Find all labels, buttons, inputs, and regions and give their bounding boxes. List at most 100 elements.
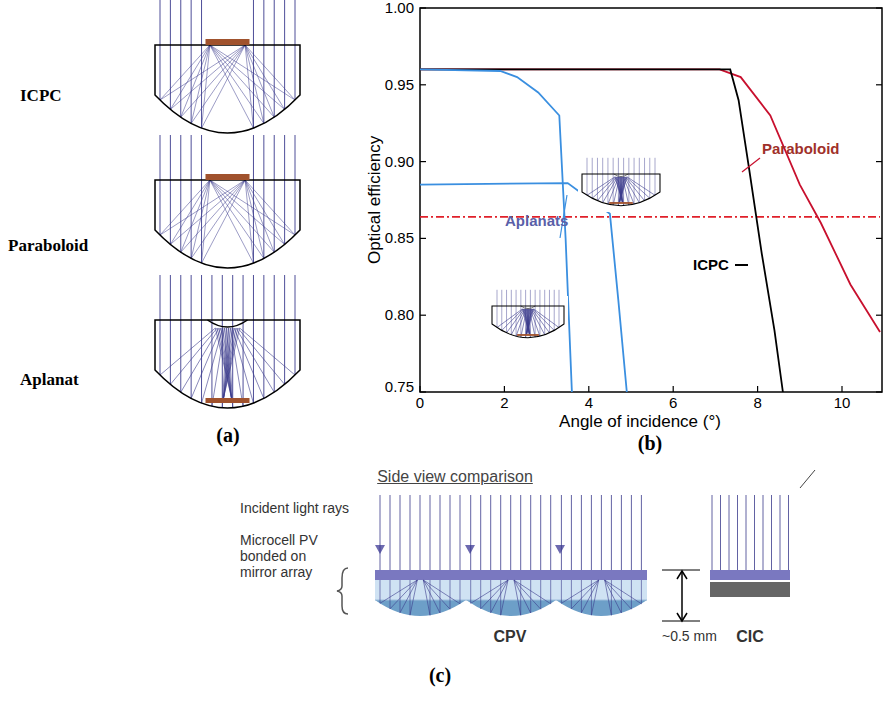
ray	[430, 495, 431, 570]
ray	[440, 495, 441, 570]
ray	[641, 580, 642, 604]
solar-cell	[206, 174, 250, 180]
ray	[520, 290, 521, 337]
design-name: ICPC	[20, 86, 62, 106]
ray	[602, 158, 603, 203]
ray	[400, 580, 417, 613]
ray	[450, 495, 451, 570]
ray	[274, 0, 275, 117]
ray	[571, 495, 572, 570]
ray	[501, 580, 508, 615]
ray	[202, 45, 210, 128]
ray	[170, 45, 210, 109]
ray	[491, 580, 508, 613]
tick	[876, 84, 882, 85]
ray	[621, 495, 622, 570]
ray	[180, 0, 181, 117]
ray	[390, 580, 391, 609]
ray	[160, 135, 161, 235]
ray	[210, 45, 295, 100]
ray	[620, 177, 628, 202]
ray	[210, 180, 295, 235]
tick-label: 6	[669, 394, 677, 411]
concentrator-drawings	[155, 0, 300, 408]
ray	[470, 495, 471, 570]
ray	[390, 580, 417, 609]
ray	[191, 275, 192, 398]
ray	[605, 580, 622, 613]
ray	[295, 135, 296, 235]
ray	[480, 495, 481, 570]
solar-cell	[206, 39, 250, 45]
ray	[224, 328, 240, 398]
ray	[510, 495, 511, 570]
ray	[460, 580, 461, 604]
ray	[202, 180, 210, 263]
ray	[780, 495, 781, 570]
ray	[581, 580, 582, 613]
ray	[746, 495, 747, 570]
callout: Incident light rays	[240, 500, 349, 516]
ray	[533, 309, 555, 331]
ray	[559, 290, 560, 328]
efficiency-curve	[420, 69, 572, 392]
ray	[380, 580, 381, 603]
ray	[170, 0, 171, 109]
ray	[245, 180, 295, 235]
ray	[497, 309, 522, 328]
ray	[160, 45, 245, 100]
ray	[201, 135, 202, 263]
panel-letter: (b)	[638, 432, 662, 455]
ray	[160, 180, 245, 235]
ray	[527, 309, 533, 334]
inset-ground	[578, 160, 664, 212]
ray	[210, 180, 274, 252]
ray	[181, 328, 219, 392]
ray	[410, 580, 417, 615]
ray	[201, 0, 202, 128]
concentrator-outline	[155, 320, 300, 408]
ray	[500, 580, 501, 615]
ray	[620, 177, 627, 202]
efficiency-chart	[420, 8, 882, 392]
tick-label: 1.00	[385, 0, 414, 16]
ray	[274, 275, 275, 392]
tick	[757, 386, 758, 392]
ray	[534, 309, 559, 328]
tick-label: 0.95	[385, 76, 414, 93]
ray	[788, 495, 789, 570]
ray	[430, 580, 431, 615]
ray	[506, 290, 507, 333]
ray	[592, 158, 593, 198]
ray	[763, 495, 764, 570]
ray	[514, 580, 521, 615]
ray	[571, 580, 598, 609]
ray	[597, 158, 598, 201]
ray	[591, 495, 592, 570]
tick	[504, 386, 505, 392]
panel-letter: (a)	[216, 424, 239, 447]
part-name: CPV	[494, 628, 527, 646]
tick-label: 0.90	[385, 153, 414, 170]
ray	[639, 158, 640, 203]
ray	[490, 580, 491, 613]
ray	[170, 180, 210, 244]
ray	[621, 580, 622, 613]
ray	[737, 495, 738, 570]
tick-label: 0	[416, 394, 424, 411]
ray	[380, 495, 381, 570]
ray	[191, 45, 210, 123]
side-view	[337, 470, 815, 621]
ray	[561, 495, 562, 570]
ray	[501, 290, 502, 331]
ray	[754, 495, 755, 570]
ray	[210, 45, 274, 117]
curve-label: Aplanats	[505, 212, 568, 229]
ray	[423, 580, 430, 615]
concentrator-outline	[492, 306, 564, 338]
ray	[540, 580, 541, 609]
ray	[423, 580, 440, 613]
ray	[520, 495, 521, 570]
ray	[234, 328, 264, 398]
ray	[550, 495, 551, 570]
